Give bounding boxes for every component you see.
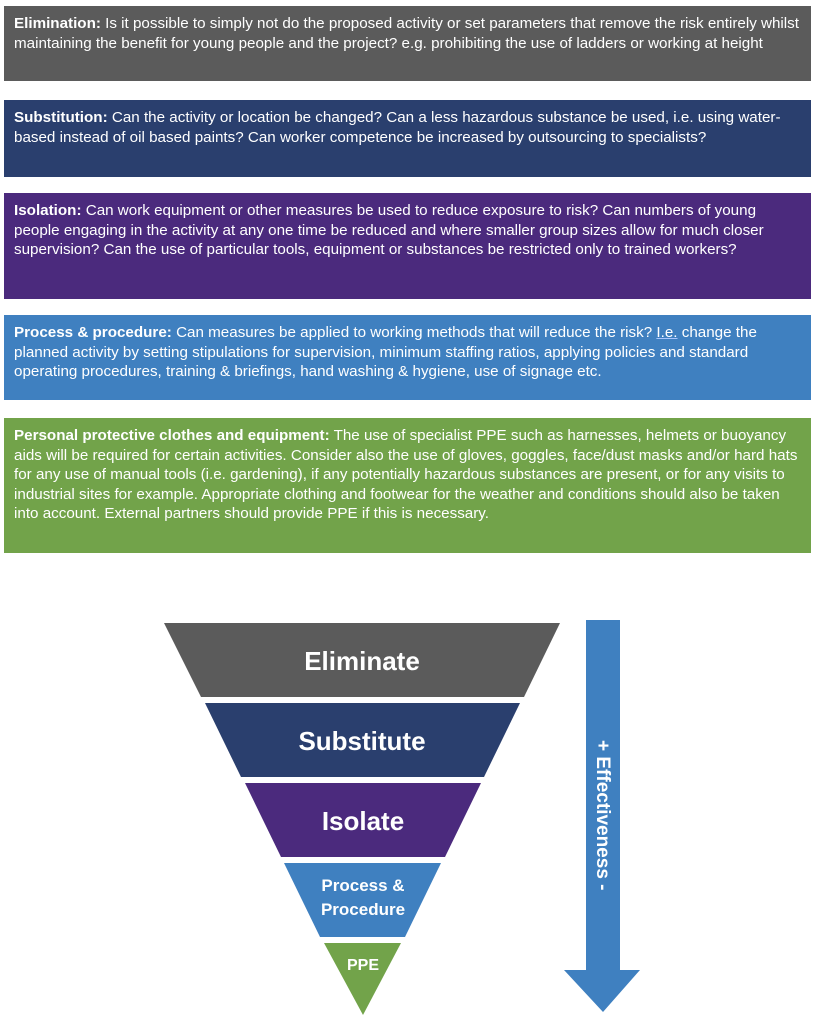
process-ie-link: I.e. xyxy=(656,324,678,341)
isolation-text: Can work equipment or other measures be … xyxy=(14,202,764,259)
tier-eliminate-label: Eliminate xyxy=(304,646,420,676)
elimination-text: Is it possible to simply not do the prop… xyxy=(14,15,799,52)
tier-ppe-label: PPE xyxy=(347,957,379,974)
ppe-text: The use of specialist PPE such as harnes… xyxy=(14,427,798,523)
isolation-heading: Isolation: xyxy=(14,202,82,219)
tier-substitute xyxy=(205,703,520,777)
tier-process xyxy=(284,863,441,937)
effectiveness-arrow: + Effectiveness - xyxy=(564,620,640,1012)
tier-process-label-line1: Process & xyxy=(321,876,404,895)
substitution-text: Can the activity or location be changed?… xyxy=(14,109,781,146)
substitution-heading: Substitution: xyxy=(14,109,108,126)
tier-isolate xyxy=(245,783,481,857)
hierarchy-pyramid: Eliminate Substitute Isolate Process & P… xyxy=(164,623,560,1015)
elimination-box: Elimination: Is it possible to simply no… xyxy=(4,6,811,81)
process-text-before: Can measures be applied to working metho… xyxy=(171,324,657,341)
tier-substitute-label: Substitute xyxy=(298,726,425,756)
effectiveness-label: + Effectiveness - xyxy=(592,740,613,891)
substitution-box: Substitution: Can the activity or locati… xyxy=(4,100,811,177)
ppe-heading: Personal protective clothes and equipmen… xyxy=(14,427,330,444)
process-box: Process & procedure: Can measures be app… xyxy=(4,315,811,400)
process-heading: Process & procedure: xyxy=(14,324,172,341)
tier-ppe xyxy=(324,943,401,1015)
process-text-after: change the planned activity by setting s… xyxy=(14,324,757,381)
down-arrow-icon xyxy=(564,620,640,1012)
tier-isolate-label: Isolate xyxy=(322,806,404,836)
ppe-box: Personal protective clothes and equipmen… xyxy=(4,418,811,553)
elimination-heading: Elimination: xyxy=(14,15,101,32)
tier-process-label-line2: Procedure xyxy=(321,900,405,919)
tier-eliminate xyxy=(164,623,560,697)
isolation-box: Isolation: Can work equipment or other m… xyxy=(4,193,811,299)
